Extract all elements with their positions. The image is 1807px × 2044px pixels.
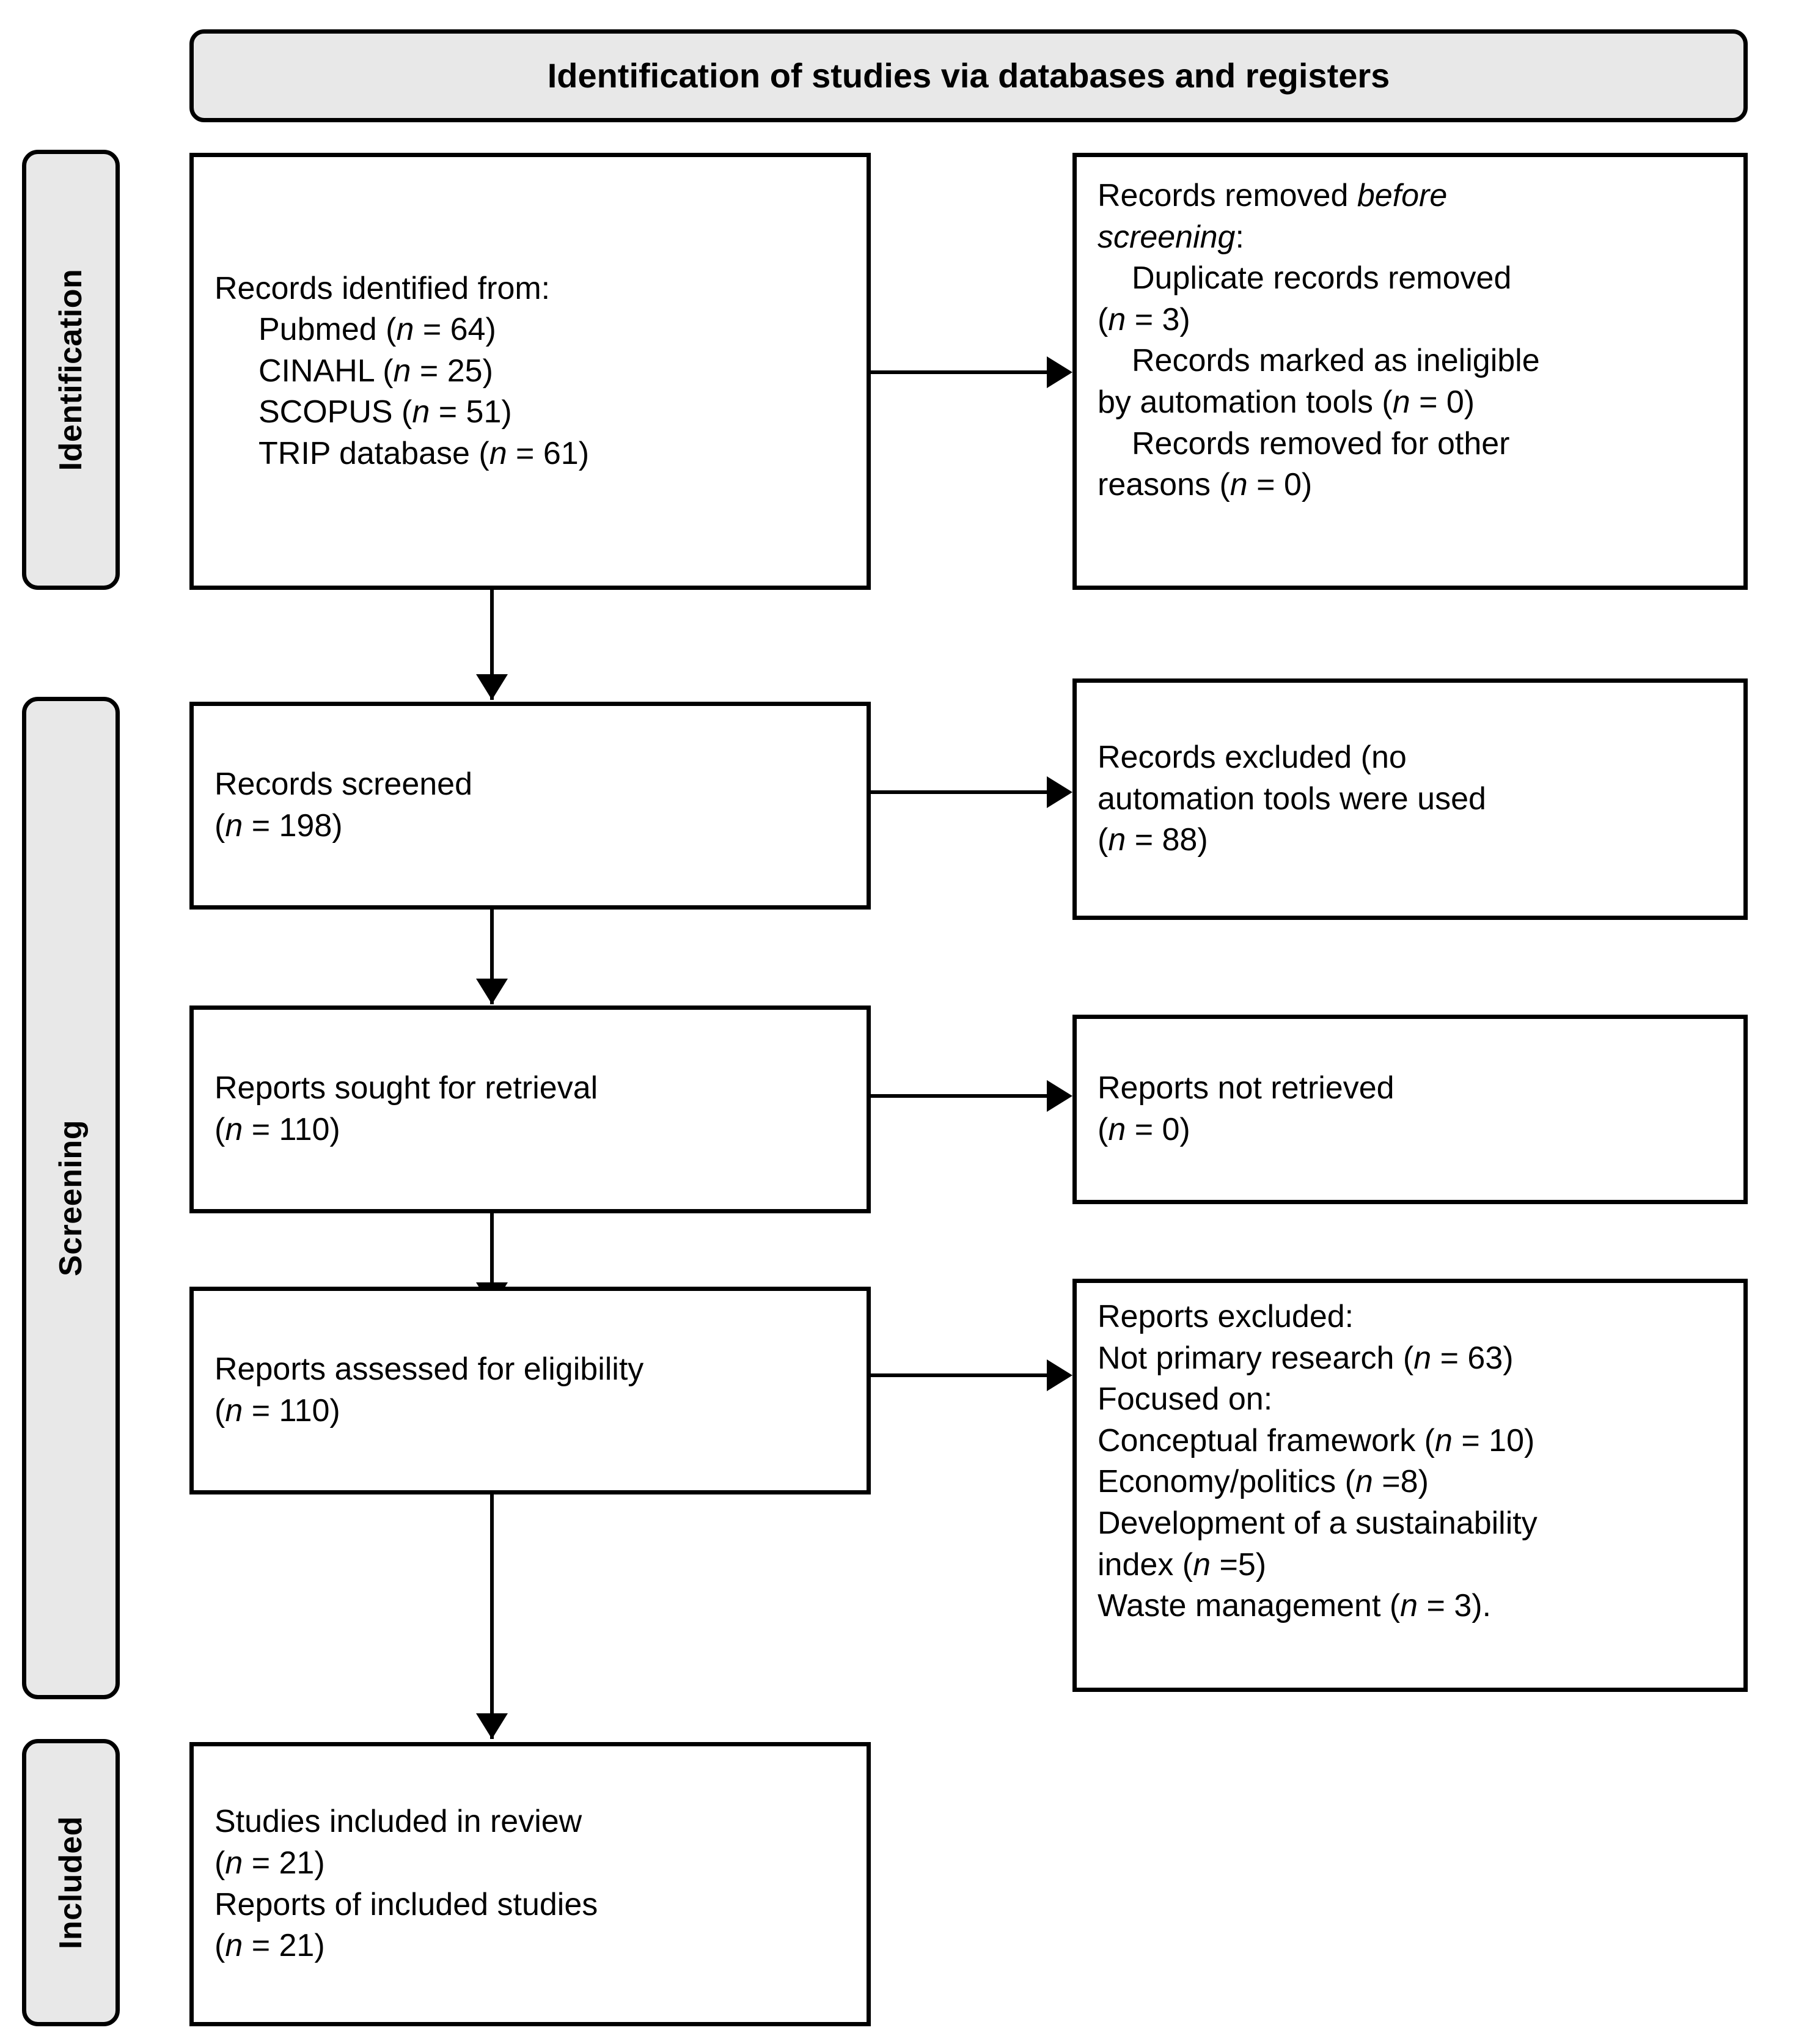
- arrowhead-identified-to-removed: [1047, 356, 1072, 388]
- records-excluded-label: Records excluded (no: [1098, 740, 1407, 776]
- records-screened-label: Records screened: [214, 767, 472, 803]
- records-removed-heading: Records removed before: [1098, 178, 1448, 213]
- records-removed-item: Records marked as ineligible: [1132, 343, 1540, 379]
- connector-screened-to-excluded: [871, 790, 1048, 794]
- records-removed-item-count: reasons (n = 0): [1098, 467, 1313, 503]
- connector-assessed-to-reports-excluded: [871, 1373, 1048, 1377]
- box-reports-assessed: Reports assessed for eligibility (n = 11…: [189, 1287, 871, 1494]
- reports-sought-count: (n = 110): [214, 1112, 340, 1147]
- arrowhead-screened-to-excluded: [1047, 776, 1072, 808]
- records-identified-item: TRIP database (n = 61): [258, 435, 590, 471]
- reports-of-included-label: Reports of included studies: [214, 1886, 598, 1922]
- records-removed-item-count: (n = 3): [1098, 301, 1190, 337]
- phase-included-label: Included: [53, 1816, 89, 1949]
- box-records-screened: Records screened (n = 198): [189, 702, 871, 910]
- reports-excluded-reason: Economy/politics (n =8): [1098, 1464, 1429, 1500]
- reports-excluded-reason: Development of a sustainability: [1098, 1505, 1538, 1541]
- box-reports-not-retrieved: Reports not retrieved (n = 0): [1072, 1015, 1748, 1204]
- records-identified-item: CINAHL (n = 25): [258, 353, 493, 389]
- reports-assessed-count: (n = 110): [214, 1393, 340, 1428]
- phase-identification: Identification: [22, 150, 120, 590]
- records-removed-item: Duplicate records removed: [1132, 260, 1512, 296]
- reports-assessed-label: Reports assessed for eligibility: [214, 1351, 644, 1388]
- phase-screening-label: Screening: [53, 1120, 89, 1276]
- box-records-identified: Records identified from: Pubmed (n = 64)…: [189, 153, 871, 590]
- connector-identified-to-removed: [871, 370, 1048, 374]
- records-excluded-label-cont: automation tools were used: [1098, 781, 1486, 817]
- arrowhead-sought-to-not-retrieved: [1047, 1080, 1072, 1112]
- records-removed-item: Records removed for other: [1132, 425, 1510, 461]
- studies-included-label: Studies included in review: [214, 1804, 582, 1840]
- connector-sought-to-not-retrieved: [871, 1094, 1048, 1098]
- phase-included: Included: [22, 1739, 120, 2026]
- reports-excluded-reason: Not primary research (n = 63): [1098, 1340, 1514, 1376]
- arrowhead-screened-to-sought: [476, 979, 508, 1004]
- arrowhead-assessed-to-included: [476, 1713, 508, 1739]
- reports-not-retrieved-count: (n = 0): [1098, 1112, 1190, 1147]
- arrowhead-assessed-to-reports-excluded: [1047, 1359, 1072, 1391]
- box-records-excluded: Records excluded (no automation tools we…: [1072, 678, 1748, 920]
- connector-identified-to-screened: [490, 590, 494, 700]
- reports-excluded-focused-label: Focused on:: [1098, 1381, 1273, 1417]
- records-excluded-count: (n = 88): [1098, 822, 1208, 858]
- phase-identification-label: Identification: [53, 268, 89, 471]
- reports-of-included-count: (n = 21): [214, 1928, 325, 1964]
- connector-screened-to-sought: [490, 910, 494, 1004]
- records-identified-item: SCOPUS (n = 51): [258, 394, 512, 430]
- records-removed-item-count: by automation tools (n = 0): [1098, 384, 1475, 420]
- records-removed-heading-cont: screening:: [1098, 219, 1244, 255]
- records-screened-count: (n = 198): [214, 808, 343, 844]
- connector-assessed-to-included: [490, 1494, 494, 1739]
- reports-excluded-reason-cont: index (n =5): [1098, 1546, 1267, 1583]
- diagram-header-banner: Identification of studies via databases …: [189, 29, 1748, 122]
- records-identified-item: Pubmed (n = 64): [258, 312, 496, 348]
- arrowhead-identified-to-screened: [476, 674, 508, 700]
- reports-excluded-reason: Waste management (n = 3).: [1098, 1588, 1492, 1624]
- connector-sought-to-assessed: [490, 1213, 494, 1308]
- records-identified-heading: Records identified from:: [214, 270, 551, 306]
- box-reports-excluded: Reports excluded: Not primary research (…: [1072, 1279, 1748, 1692]
- reports-sought-label: Reports sought for retrieval: [214, 1070, 598, 1106]
- studies-included-count: (n = 21): [214, 1845, 325, 1881]
- phase-screening: Screening: [22, 697, 120, 1699]
- diagram-title: Identification of studies via databases …: [547, 56, 1390, 95]
- reports-excluded-reason: Conceptual framework (n = 10): [1098, 1422, 1535, 1458]
- reports-excluded-heading: Reports excluded:: [1098, 1299, 1354, 1334]
- box-reports-sought: Reports sought for retrieval (n = 110): [189, 1005, 871, 1213]
- box-studies-included: Studies included in review (n = 21) Repo…: [189, 1742, 871, 2026]
- box-records-removed: Records removed before screening: Duplic…: [1072, 153, 1748, 590]
- reports-not-retrieved-label: Reports not retrieved: [1098, 1070, 1395, 1106]
